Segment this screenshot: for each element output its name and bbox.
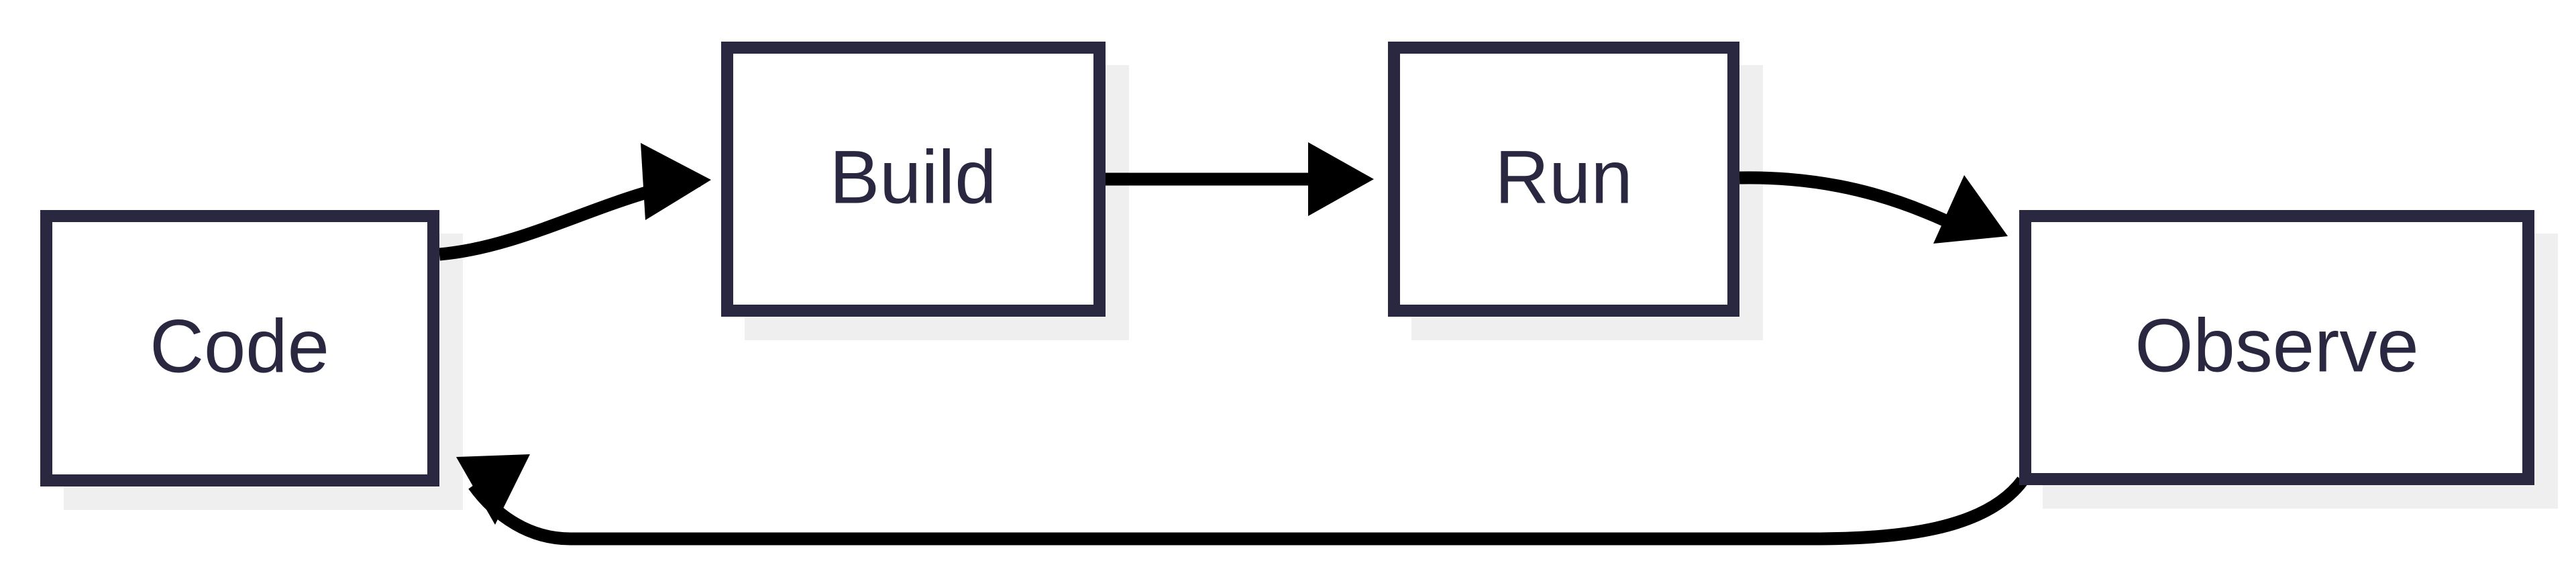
edge-code-to-build (439, 143, 711, 261)
edge-code-to-build-arrowhead (641, 143, 711, 220)
node-observe[interactable]: Observe (2019, 210, 2534, 485)
run-node-label: Run (1495, 136, 1632, 219)
code-node-label: Code (150, 305, 329, 389)
edge-observe-to-code-line (468, 476, 2028, 546)
observe-node-box[interactable] (2019, 210, 2534, 485)
edge-observe-to-code-arrowhead (456, 454, 530, 525)
edge-observe-to-code (456, 454, 2028, 546)
edge-run-to-observe-arrowhead (1933, 175, 2008, 244)
node-code[interactable]: Code (40, 210, 439, 486)
edge-build-to-run (1106, 142, 1374, 216)
node-build[interactable]: Build (721, 42, 1106, 317)
observe-node-label: Observe (2135, 304, 2418, 388)
build-node-box[interactable] (721, 42, 1106, 317)
node-run[interactable]: Run (1388, 42, 1739, 317)
run-node-box[interactable] (1388, 42, 1739, 317)
build-node-label: Build (829, 136, 996, 219)
edge-run-to-observe (1739, 171, 2008, 244)
edge-run-to-observe-line (1739, 171, 1974, 240)
code-node-box[interactable] (40, 210, 439, 486)
edge-build-to-run-arrowhead (1308, 142, 1374, 216)
